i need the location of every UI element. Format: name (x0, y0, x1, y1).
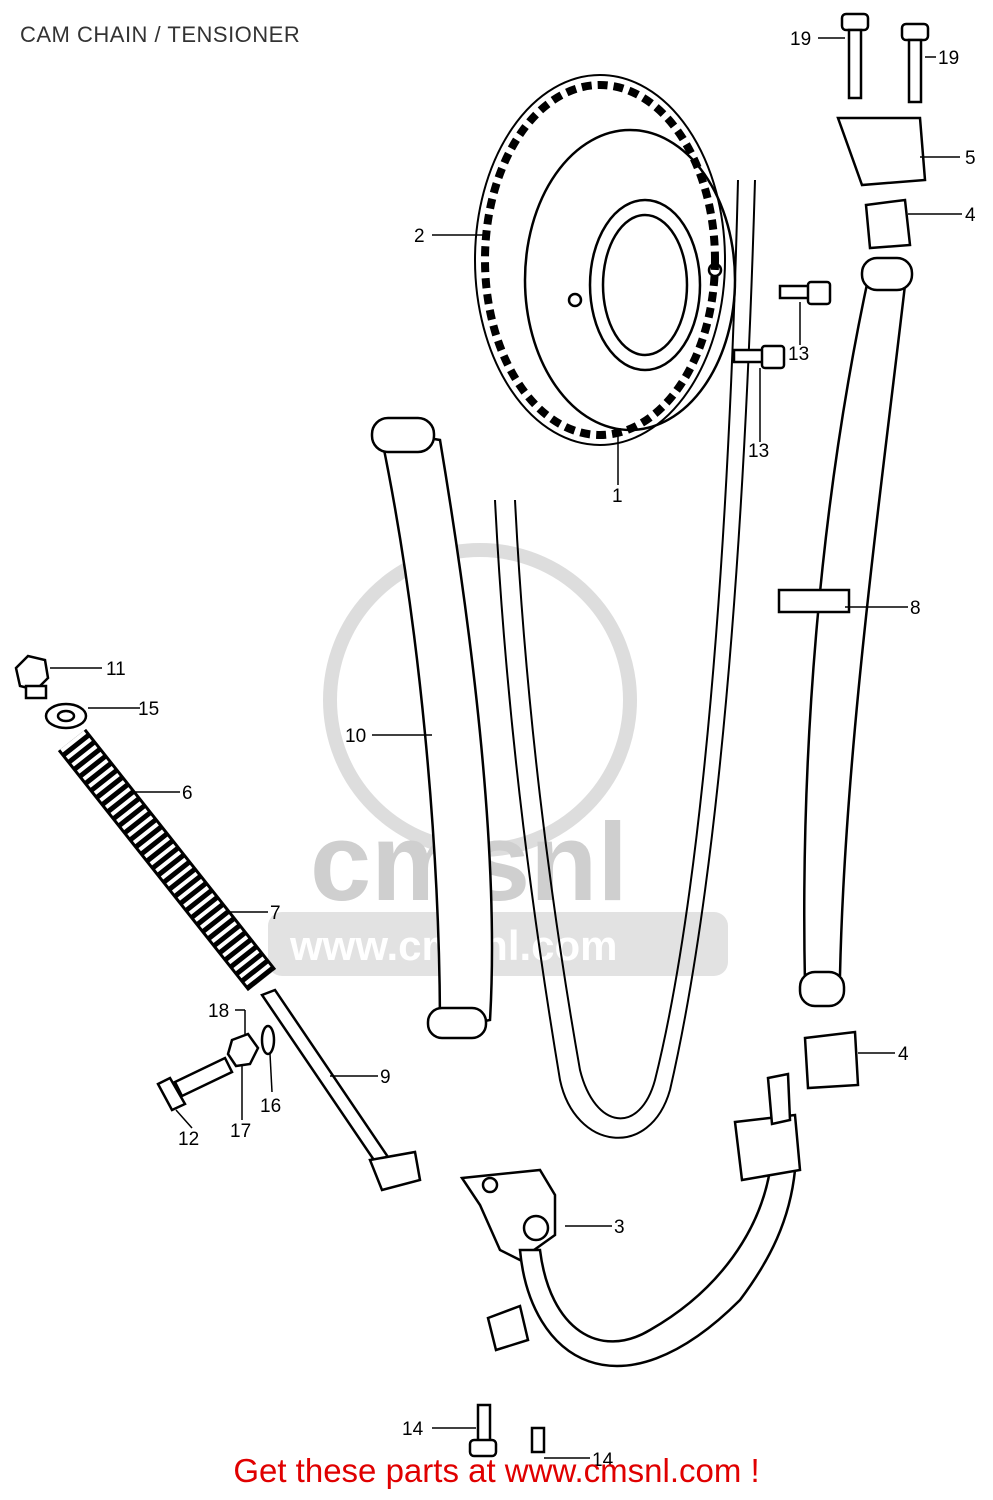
leader-lines (50, 37, 962, 1459)
washer-16 (260, 1024, 276, 1056)
callout-4-lower: 4 (898, 1044, 909, 1065)
callout-15: 15 (138, 699, 159, 720)
bolt-11 (14, 654, 50, 700)
callout-10: 10 (345, 726, 366, 747)
bolt-19-left (840, 12, 870, 100)
callout-14-left: 14 (402, 1419, 424, 1440)
callout-4-upper: 4 (965, 205, 976, 226)
callout-13-upper: 13 (788, 344, 809, 365)
bolt-19-right (900, 22, 930, 104)
callout-2: 2 (414, 226, 425, 247)
guide-block-4-upper (864, 198, 912, 250)
guide-block-4-lower (803, 1030, 860, 1090)
callout-12: 12 (178, 1129, 199, 1150)
bolt-14-right (530, 1426, 546, 1454)
callout-19-right: 19 (938, 48, 959, 69)
callout-17: 17 (230, 1121, 251, 1142)
watermark: cmsnl www.cmsnl.com (268, 543, 728, 976)
callout-1: 1 (612, 486, 623, 507)
footer-cta-link[interactable]: Get these parts at www.cmsnl.com ! (233, 1452, 760, 1489)
tensioner-push-rod-9 (260, 988, 422, 1192)
bolt-14-left (468, 1403, 498, 1458)
callout-5: 5 (965, 148, 976, 169)
tensioner-slipper-8 (777, 256, 914, 1008)
cam-chain-links (474, 74, 726, 446)
callout-19-left: 19 (790, 29, 811, 50)
callout-7: 7 (270, 903, 281, 924)
spring-6-7 (57, 728, 277, 992)
callout-13-lower: 13 (748, 441, 769, 462)
cam-sprocket (523, 128, 737, 432)
callout-16: 16 (260, 1096, 281, 1117)
washer-15 (44, 702, 88, 730)
tensioner-arm-3 (459, 1072, 802, 1368)
bolt-13-upper (778, 280, 832, 306)
lock-nut-17 (226, 1032, 260, 1068)
callout-9: 9 (380, 1067, 391, 1088)
callout-labels: 19 19 5 4 2 13 13 1 8 11 15 10 6 7 18 4 … (106, 29, 976, 1471)
cam-chain-guide-10 (370, 416, 494, 1040)
adjuster-bolt-12 (156, 1056, 234, 1112)
callout-8: 8 (910, 598, 921, 619)
callout-18: 18 (208, 1001, 229, 1022)
page-title: CAM CHAIN / TENSIONER (20, 22, 301, 47)
callout-11: 11 (106, 659, 126, 680)
callout-14-right: 14 (592, 1450, 614, 1471)
chain-guide-bracket-5 (836, 116, 927, 187)
bolt-13-lower (732, 344, 786, 370)
callout-3: 3 (614, 1217, 625, 1238)
callout-6: 6 (182, 783, 193, 804)
cam-chain-loop (494, 179, 756, 1139)
